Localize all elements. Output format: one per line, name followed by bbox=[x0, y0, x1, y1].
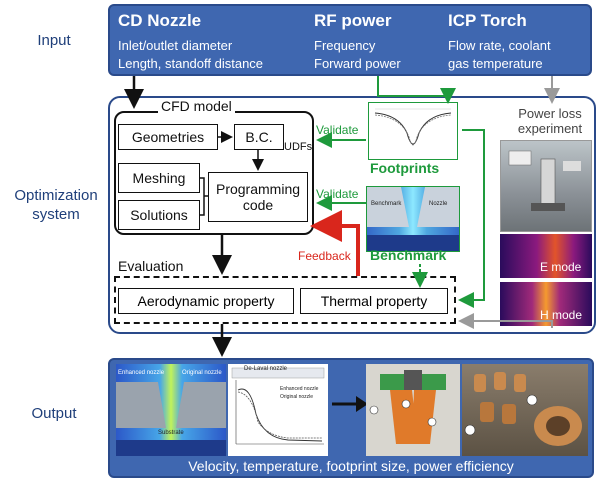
cd-nozzle-title: CD Nozzle bbox=[118, 11, 202, 30]
legend-enh: Enhanced nozzle bbox=[280, 386, 319, 392]
arrow-rf-footprints bbox=[377, 76, 456, 104]
meshing-box: Meshing bbox=[118, 163, 200, 193]
torch-photo-icon bbox=[508, 150, 581, 211]
evaluation-title: Evaluation bbox=[118, 258, 184, 274]
rf-power-line2: Forward power bbox=[314, 56, 401, 71]
e-mode-image: E mode bbox=[500, 234, 592, 278]
icp-torch-line2: gas temperature bbox=[448, 56, 543, 71]
power-loss-label: Power loss experiment bbox=[517, 106, 583, 136]
rf-power-line1: Frequency bbox=[314, 38, 376, 53]
input-label: Input bbox=[37, 32, 71, 49]
output-parts-photo bbox=[462, 364, 588, 456]
bracket-mesh-sol bbox=[200, 177, 208, 216]
udfs-label: UDFs bbox=[284, 141, 313, 153]
output-label: Output bbox=[31, 405, 77, 422]
power-loss-photo bbox=[500, 140, 592, 232]
benchmark-tag: Benchmark bbox=[371, 201, 402, 207]
icp-torch-line1: Flow rate, coolant bbox=[448, 38, 551, 53]
footprints-label: Footprints bbox=[370, 160, 440, 176]
geometries-box: Geometries bbox=[118, 124, 218, 150]
footprint-plot-icon bbox=[374, 108, 452, 146]
arrow-powerloss-eval bbox=[458, 313, 553, 329]
enhanced-nozzle-tag: Enhanced nozzle bbox=[118, 370, 165, 376]
output-arrow-icon bbox=[332, 396, 368, 412]
rf-power-title: RF power bbox=[314, 11, 392, 30]
nozzle-tag: Nozzle bbox=[429, 201, 448, 207]
programming-code-box: Programming code bbox=[208, 172, 308, 222]
cad-nozzle-icon bbox=[369, 370, 446, 444]
output-nozzle-icon bbox=[116, 382, 226, 456]
input-panel: CD Nozzle Inlet/outlet diameter Length, … bbox=[108, 4, 592, 76]
output-cad-image bbox=[366, 364, 460, 456]
footprints-image bbox=[368, 102, 458, 160]
cd-nozzle-line2: Length, standoff distance bbox=[118, 56, 264, 71]
arrow-feedback bbox=[310, 210, 360, 276]
evaluation-box bbox=[114, 276, 456, 324]
bc-box: B.C. bbox=[234, 124, 284, 150]
solutions-box: Solutions bbox=[118, 200, 200, 230]
output-sim-image: Enhanced nozzle Original nozzle Substrat… bbox=[116, 364, 226, 456]
h-mode-image: H mode bbox=[500, 282, 592, 326]
output-curve-icon bbox=[231, 367, 325, 445]
output-caption: Velocity, temperature, footprint size, p… bbox=[188, 458, 514, 474]
delaval-tag: De-Laval nozzle bbox=[244, 366, 288, 372]
cfd-model-title: CFD model bbox=[158, 98, 235, 114]
original-nozzle-tag: Original nozzle bbox=[182, 370, 222, 376]
h-mode-label: H mode bbox=[540, 308, 583, 322]
substrate-tag: Substrate bbox=[158, 430, 184, 436]
thermal-property-box: Thermal property bbox=[300, 288, 448, 314]
legend-orig: Original nozzle bbox=[280, 394, 314, 400]
benchmark-label: Benchmark bbox=[370, 247, 447, 263]
cd-nozzle-line1: Inlet/outlet diameter bbox=[118, 38, 233, 53]
optimization-label: Optimization system bbox=[14, 187, 98, 223]
copper-parts-icon bbox=[464, 372, 582, 446]
benchmark-nozzle-icon bbox=[367, 187, 459, 251]
output-chart-image: De-Laval nozzle Enhanced nozzle Original… bbox=[228, 364, 328, 456]
icp-torch-title: ICP Torch bbox=[448, 11, 527, 30]
aero-property-box: Aerodynamic property bbox=[118, 288, 294, 314]
benchmark-image: Benchmark Nozzle bbox=[366, 186, 460, 252]
e-mode-label: E mode bbox=[540, 260, 582, 274]
arrow-footprints-eval bbox=[458, 129, 485, 308]
feedback-label: Feedback bbox=[298, 249, 351, 263]
